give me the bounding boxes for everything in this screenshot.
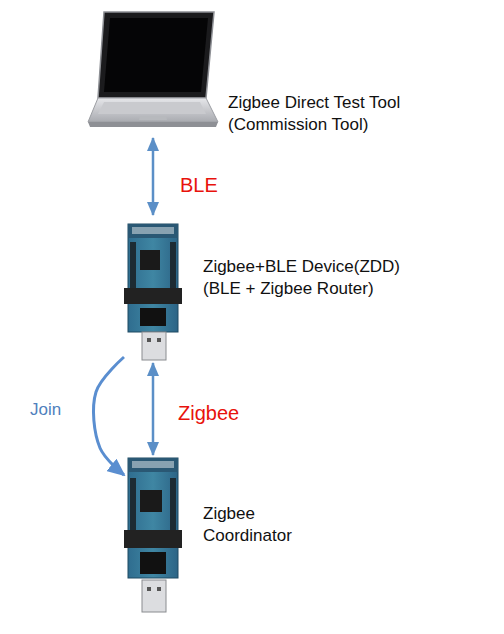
- device-node: Zigbee Direct Test Tool (Commission Tool…: [88, 10, 218, 138]
- device-label: Zigbee Direct Test Tool (Commission Tool…: [228, 92, 433, 136]
- join-arrow: [93, 357, 124, 475]
- link-arrow: [152, 363, 155, 455]
- device-label: Zigbee Coordinator: [203, 503, 313, 547]
- link-arrow: [152, 138, 155, 215]
- coordinator-board-illustration: [124, 458, 182, 612]
- device-label: Zigbee+BLE Device(ZDD) (BLE + Zigbee Rou…: [203, 256, 413, 300]
- device-node: Zigbee Coordinator: [124, 455, 182, 613]
- edge-label: BLE: [180, 174, 218, 197]
- zdd-board-illustration: [124, 224, 182, 360]
- edge-label: Join: [30, 400, 61, 420]
- device-node: Zigbee+BLE Device(ZDD) (BLE + Zigbee Rou…: [124, 215, 182, 363]
- laptop-illustration: [88, 12, 218, 127]
- edge-label: Zigbee: [178, 402, 239, 425]
